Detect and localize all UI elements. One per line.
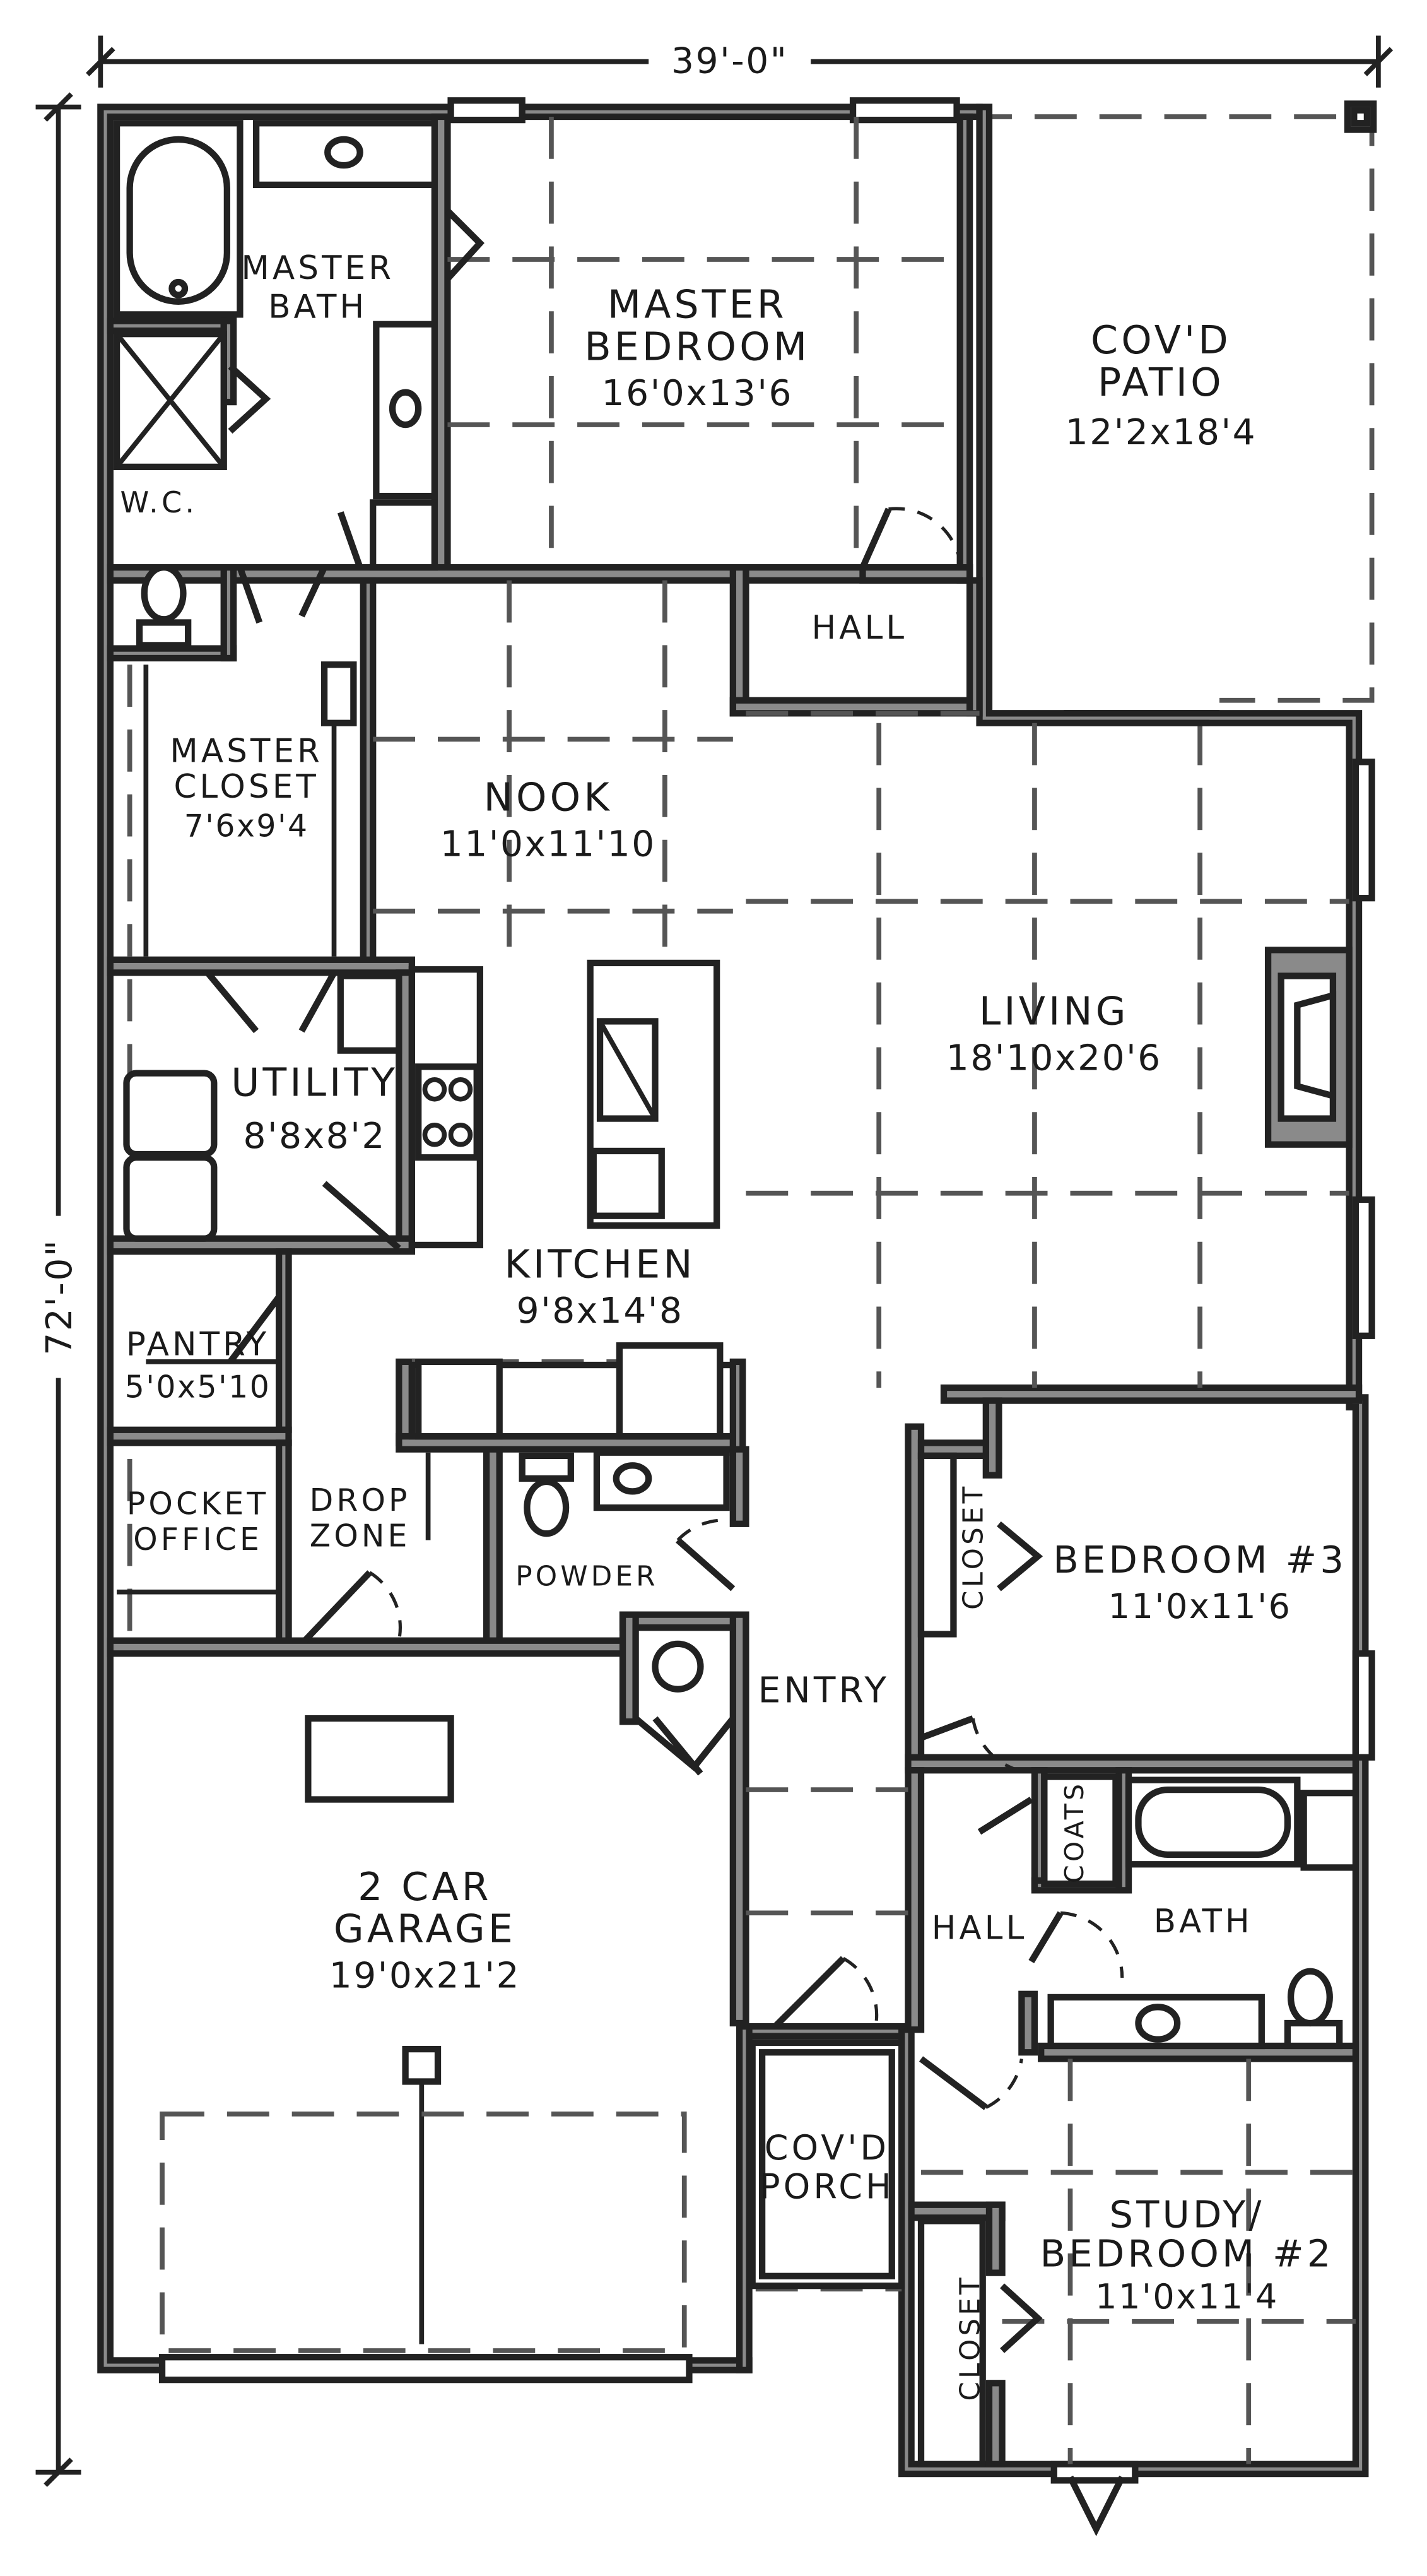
wc-title: W.C. <box>120 485 198 519</box>
kitchen-title: KITCHEN <box>504 1241 695 1287</box>
garage-size: 19'0x21'2 <box>329 1956 520 1997</box>
coats-title: COATS <box>1059 1781 1089 1883</box>
windows <box>158 97 1375 2484</box>
kitchen-island <box>587 959 720 1229</box>
patio-sliding-door <box>1064 710 1219 726</box>
powder-title: POWDER <box>515 1560 658 1592</box>
bath-title: BATH <box>1154 1903 1253 1941</box>
patio-title-2: PATIO <box>1098 360 1224 405</box>
entry-title: ENTRY <box>758 1670 890 1711</box>
depth-dimension-line <box>35 92 81 2487</box>
study-title-2: BEDROOM #2 <box>1040 2231 1334 2275</box>
porch-title-1: COV'D <box>765 2128 890 2168</box>
wc-toilet <box>136 564 192 649</box>
porch-outline <box>749 2039 905 2289</box>
hall-upper-title: HALL <box>812 609 908 647</box>
depth-dimension-label: 72'-0" <box>39 1239 80 1356</box>
shower <box>113 331 227 470</box>
bath-vanity <box>1047 1968 1343 2050</box>
drop-zone-title-1: DROP <box>310 1482 411 1518</box>
master-bath-title-1: MASTER <box>242 249 395 287</box>
garage-features <box>160 1715 687 2353</box>
bathtub <box>113 120 244 318</box>
living-size: 18'10x20'6 <box>946 1037 1162 1078</box>
ceiling-lines <box>127 116 1356 2464</box>
patio-outline <box>970 100 1377 703</box>
powder-toilet <box>519 1449 730 1537</box>
master-bath-title-2: BATH <box>268 288 367 326</box>
garage-title-2: GARAGE <box>334 1906 516 1952</box>
patio-title-1: COV'D <box>1091 317 1231 363</box>
study-size: 11'0x11'4 <box>1095 2277 1279 2317</box>
fireplace <box>1264 947 1353 1148</box>
nook-title: NOOK <box>484 774 613 820</box>
pocket-office-title-2: OFFICE <box>133 1521 262 1557</box>
pantry-title: PANTRY <box>126 1326 269 1364</box>
closet-shelves <box>117 661 1119 2467</box>
master-closet-title-1: MASTER <box>170 732 323 770</box>
garage-title-1: 2 CAR <box>358 1864 492 1910</box>
master-closet-title-2: CLOSET <box>173 768 319 806</box>
master-closet-size: 7'6x9'4 <box>184 808 309 844</box>
hall-lower-title: HALL <box>932 1909 1028 1947</box>
pantry-size: 5'0x5'10 <box>125 1369 271 1405</box>
kitchen-size: 9'8x14'8 <box>517 1291 684 1332</box>
living-title: LIVING <box>979 989 1129 1034</box>
porch-title-2: PORCH <box>760 2166 895 2206</box>
bedroom3-title: BEDROOM #3 <box>1053 1538 1347 1581</box>
water-heater <box>632 1624 736 1772</box>
utility-size: 8'8x8'2 <box>243 1116 385 1157</box>
doors <box>205 208 1125 2536</box>
pocket-office-title-1: POCKET <box>127 1486 269 1521</box>
width-dimension-label: 39'-0" <box>671 41 788 82</box>
patio-size: 12'2x18'4 <box>1066 412 1257 453</box>
closet-bed3-title: CLOSET <box>958 1484 990 1610</box>
master-vanity <box>252 120 438 571</box>
bedroom3-size: 11'0x11'6 <box>1108 1586 1292 1626</box>
study-title-1: STUDY/ <box>1110 2193 1265 2236</box>
interior-walls <box>107 113 1363 2467</box>
closet-study-title: CLOSET <box>954 2274 987 2401</box>
cooktop <box>408 966 483 1249</box>
master-bedroom-title-2: BEDROOM <box>584 324 810 369</box>
washer-dryer <box>123 972 402 1242</box>
master-bedroom-title-1: MASTER <box>608 282 787 328</box>
width-dimension-line <box>86 35 1394 88</box>
master-bedroom-size: 16'0x13'6 <box>602 373 793 414</box>
kitchen-counter <box>408 1342 736 1440</box>
bath-tub <box>1125 1776 1359 1871</box>
utility-title: UTILITY <box>231 1060 398 1106</box>
nook-size: 11'0x11'10 <box>440 824 656 865</box>
drop-zone-title-2: ZONE <box>310 1518 411 1554</box>
